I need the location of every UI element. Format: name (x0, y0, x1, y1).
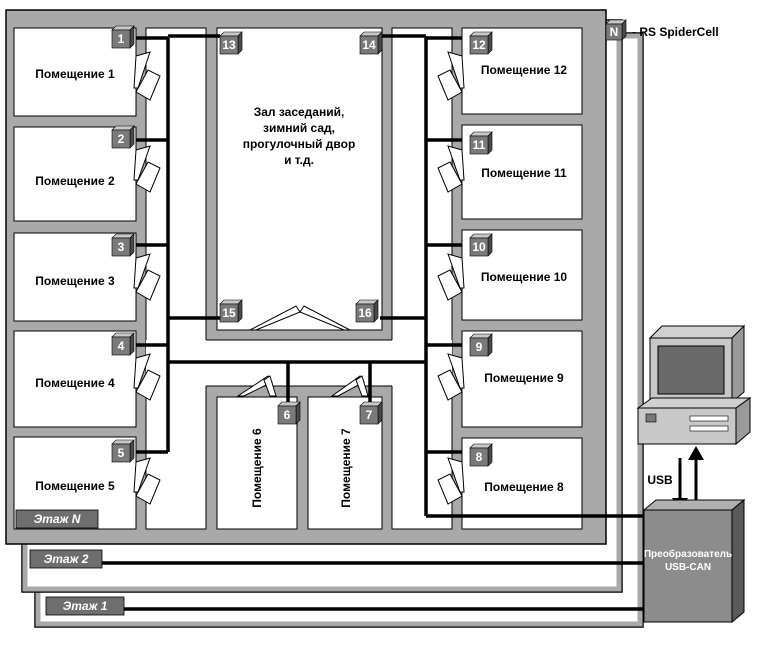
node-8-label: 8 (476, 450, 483, 464)
doors-left (133, 51, 161, 505)
room-12-label: Помещение 12 (481, 63, 567, 77)
node-1: 1 (111, 25, 135, 49)
node-12-label: 12 (472, 38, 486, 52)
converter-label-line-2: USB-CAN (665, 562, 711, 573)
room-10-label: Помещение 10 (481, 270, 567, 284)
node-9-label: 9 (476, 340, 483, 354)
room-9-label: Помещение 9 (484, 371, 564, 385)
hall-label-line-1: Зал заседаний, (254, 105, 345, 119)
room-6-label: Помещение 6 (250, 428, 264, 508)
node-11: 11 (469, 131, 493, 155)
node-12: 12 (469, 31, 493, 55)
legend-text: - RS SpiderCell (632, 25, 719, 39)
node-6: 6 (277, 401, 301, 425)
computer (636, 324, 752, 446)
hall (216, 27, 383, 331)
node-15-label: 15 (222, 306, 236, 320)
hall-label-line-4: и т.д. (284, 153, 314, 167)
floor-1-tab: Этаж 1 (45, 596, 125, 616)
legend-node-cube: N (605, 19, 627, 41)
node-13: 13 (219, 31, 243, 55)
node-2: 2 (111, 125, 135, 149)
legend-node-symbol: N (610, 25, 619, 39)
node-14: 14 (359, 31, 383, 55)
system-unit (636, 397, 752, 446)
node-4-label: 4 (118, 339, 125, 353)
usb-label: USB (647, 473, 673, 487)
room-2-label: Помещение 2 (35, 174, 115, 188)
node-2-label: 2 (118, 132, 125, 146)
node-11-label: 11 (473, 138, 486, 152)
room-11-label: Помещение 11 (481, 166, 567, 180)
node-4: 4 (111, 332, 135, 356)
floor-2-label: Этаж 2 (44, 552, 89, 566)
room-1-label: Помещение 1 (35, 67, 115, 81)
node-13-label: 13 (222, 38, 236, 52)
legend: N - RS SpiderCell (605, 19, 719, 41)
node-5-label: 5 (118, 446, 125, 460)
node-15: 15 (219, 299, 243, 323)
node-3: 3 (111, 233, 135, 257)
monitor (648, 324, 746, 404)
room-5-label: Помещение 5 (35, 479, 115, 493)
node-8: 8 (469, 443, 493, 467)
floor-1-label: Этаж 1 (63, 599, 108, 613)
doors-rooms-6-7 (236, 375, 369, 397)
bus-wiring (90, 34, 652, 611)
doors-hall (249, 305, 351, 331)
node-16: 16 (355, 299, 379, 323)
room-8-label: Помещение 8 (484, 480, 564, 494)
node-7: 7 (359, 401, 383, 425)
node-3-label: 3 (118, 240, 125, 254)
node-5: 5 (111, 439, 135, 463)
node-10: 10 (469, 233, 493, 257)
room-7-label: Помещение 7 (339, 428, 353, 508)
node-6-label: 6 (284, 408, 291, 422)
hall-label-line-2: зимний сад, (263, 121, 335, 135)
node-1-label: 1 (118, 32, 125, 46)
doors-right (437, 51, 465, 505)
usb-can-converter: Преобразователь USB-CAN (642, 498, 746, 624)
hall-label-line-3: прогулочный двор (243, 137, 356, 151)
node-10-label: 10 (472, 240, 486, 254)
node-7-label: 7 (366, 408, 373, 422)
room-3-label: Помещение 3 (35, 274, 115, 288)
node-16-label: 16 (358, 306, 372, 320)
floor-n-tab: Этаж N (15, 509, 99, 529)
room-4-label: Помещение 4 (35, 376, 115, 390)
node-14-label: 14 (362, 38, 376, 52)
floor-n-label: Этаж N (34, 512, 81, 526)
converter-label-line-1: Преобразователь (644, 548, 732, 560)
node-9: 9 (469, 333, 493, 357)
floor-2-tab: Этаж 2 (29, 549, 103, 569)
